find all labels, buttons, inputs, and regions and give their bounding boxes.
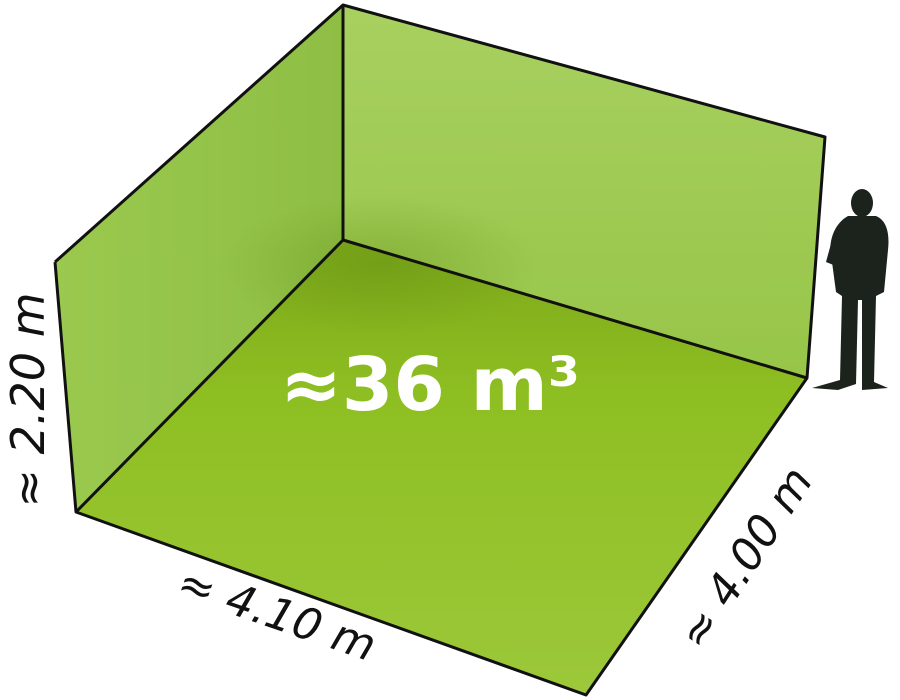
corner-shadow bbox=[220, 195, 540, 335]
left-wall bbox=[55, 5, 343, 512]
volume-label: ≈36 m³ bbox=[280, 342, 580, 428]
person-silhouette-icon bbox=[812, 189, 889, 390]
height-dimension-label: ≈ 2.20 m bbox=[1, 292, 55, 507]
back-wall bbox=[343, 5, 825, 378]
floor bbox=[76, 240, 807, 695]
room-edges bbox=[53, 3, 827, 697]
